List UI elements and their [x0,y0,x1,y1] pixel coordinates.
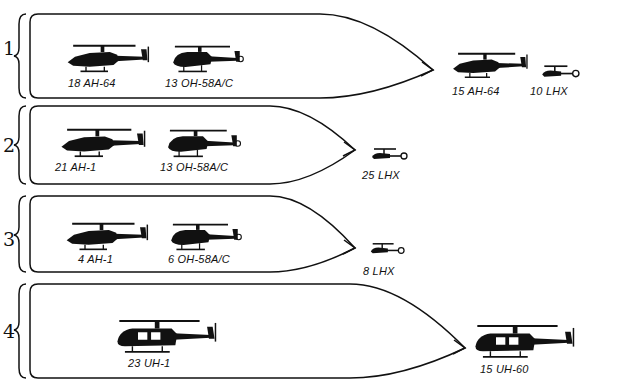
fleet-count: 13 OH-58A/C [165,76,233,90]
transition-band: 23 UH-1 [30,284,467,378]
arrow-head [421,62,433,76]
lhx-icon [372,149,407,159]
fleet-count: 18 AH-64 [68,76,116,90]
fleet-count: 4 AH-1 [78,252,113,266]
ah64-icon [453,54,527,78]
fleet-count: 15 UH-60 [480,362,529,376]
band-outline [30,106,359,186]
ah64-icon [68,46,149,72]
helicopter-icons [61,46,579,357]
band-arrow-outline [30,284,465,378]
transition-band: 21 AH-1 13 OH-58A/C [30,106,357,184]
group-number: 1 [3,37,15,59]
fleet-count: 10 LHX [530,84,568,98]
transition-band: 18 AH-64 13 OH-58A/C [30,14,435,98]
oh58-icon [168,131,240,157]
oh58-icon [171,225,241,250]
fleet-count: 6 OH-58A/C [168,252,230,266]
lhx-icon [371,244,404,254]
fleet-count: 21 AH-1 [55,160,96,174]
band-arrow-outline [30,14,433,98]
band-arrow-outline [30,106,355,184]
fleet-count: 15 AH-64 [452,84,500,98]
fleet-count: 13 OH-58A/C [160,160,228,174]
oh58-icon [173,47,243,72]
transition-band: 4 AH-1 6 OH-58A/C [30,196,357,272]
arrow-head [453,340,465,354]
arrow-head [343,240,355,254]
band-outline [30,284,469,380]
fleet-count: 23 UH-1 [128,356,170,370]
uh60-icon [475,326,573,357]
arrow-head [343,142,355,156]
ah1-icon [61,130,144,156]
group-number: 3 [3,228,15,250]
fleet-count: 8 LHX [363,264,395,278]
band-arrow-outline [30,196,355,272]
fleet-count: 25 LHX [362,168,400,182]
group-number: 4 [3,320,15,342]
lhx-icon [542,66,579,77]
uh1-icon [117,321,215,352]
brackets [14,14,26,378]
group-number: 2 [3,134,15,156]
ah1-icon [67,224,148,250]
